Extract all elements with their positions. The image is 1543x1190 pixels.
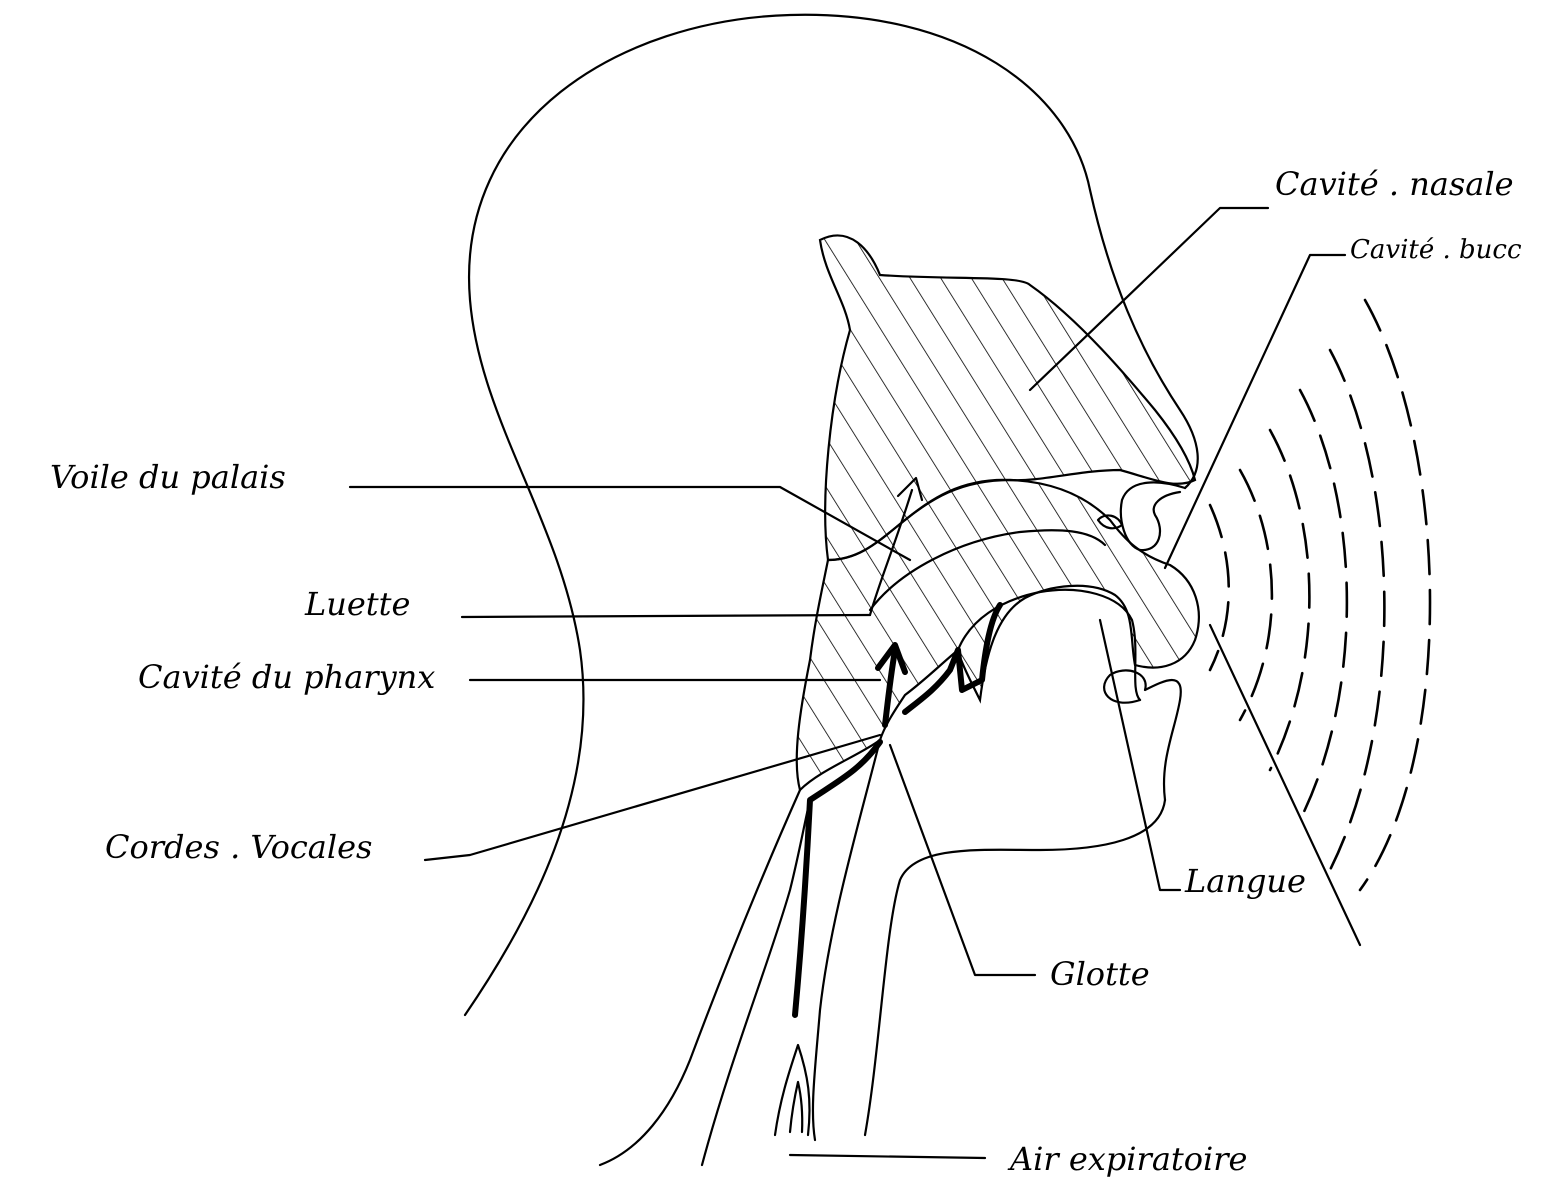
label-langue: Langue (1184, 862, 1306, 900)
label-cavite-du-pharynx: Cavité du pharynx (138, 658, 435, 696)
label-cavite-buccale: Cavité . bucc (1350, 235, 1522, 265)
sound-waves (1210, 300, 1430, 890)
trachea-inner (702, 800, 810, 1165)
air-arrow-up-inner (790, 1082, 802, 1132)
label-voile-du-palais: Voile du palais (50, 458, 286, 496)
trachea-back-wall (600, 790, 800, 1165)
trachea-front-wall (813, 740, 880, 1140)
nostril (1121, 482, 1185, 550)
air-arrow-up (775, 1045, 810, 1135)
label-luette: Luette (304, 585, 410, 623)
label-cordes-vocales: Cordes . Vocales (105, 828, 372, 866)
label-air-expiratoire: Air expiratoire (1007, 1140, 1247, 1178)
label-cavite-nasale: Cavité . nasale (1275, 165, 1514, 203)
label-glotte: Glotte (1050, 955, 1150, 993)
